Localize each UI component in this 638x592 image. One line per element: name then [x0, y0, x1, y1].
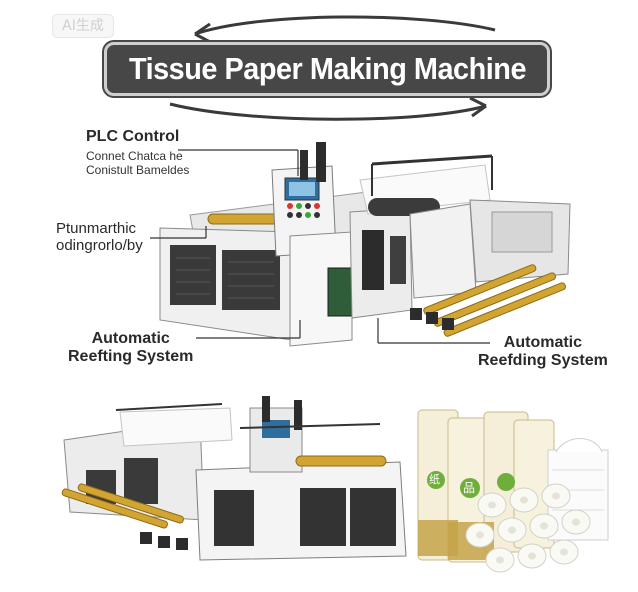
page-title: Tissue Paper Making Machine — [128, 51, 526, 86]
auto-left-line1: Automatic — [91, 330, 170, 347]
pneumatic-line2: odingrorlo/by — [56, 237, 143, 254]
pneumatic-line1: Ptunmarthic — [56, 220, 137, 237]
package-logo-text: 纸 — [429, 473, 440, 486]
tissue-products — [417, 409, 609, 573]
bottom-machine — [61, 396, 407, 561]
plc-control-line2: Conistult Bameldes — [86, 163, 190, 177]
auto-system-left-callout: Automatic Reefting System — [68, 330, 193, 366]
top-machine — [159, 142, 571, 347]
plc-control-callout: PLC Control Connet Chatca he Conistult B… — [86, 128, 189, 177]
package-logo-text-2: 品 — [463, 481, 476, 495]
plc-control-label: PLC Control — [86, 128, 180, 145]
pneumatic-callout: Ptunmarthic odingrorlo/by — [56, 220, 143, 254]
auto-system-right-callout: Automatic Reefding System — [478, 334, 608, 370]
plc-control-line1: Connet Chatca he — [86, 149, 183, 163]
auto-left-line2: Reefting System — [68, 348, 194, 365]
title-banner: Tissue Paper Making Machine — [104, 42, 550, 96]
auto-right-line2: Reefding System — [478, 352, 608, 369]
auto-right-line1: Automatic — [503, 334, 583, 351]
ai-generated-watermark: AI生成 — [52, 14, 114, 38]
